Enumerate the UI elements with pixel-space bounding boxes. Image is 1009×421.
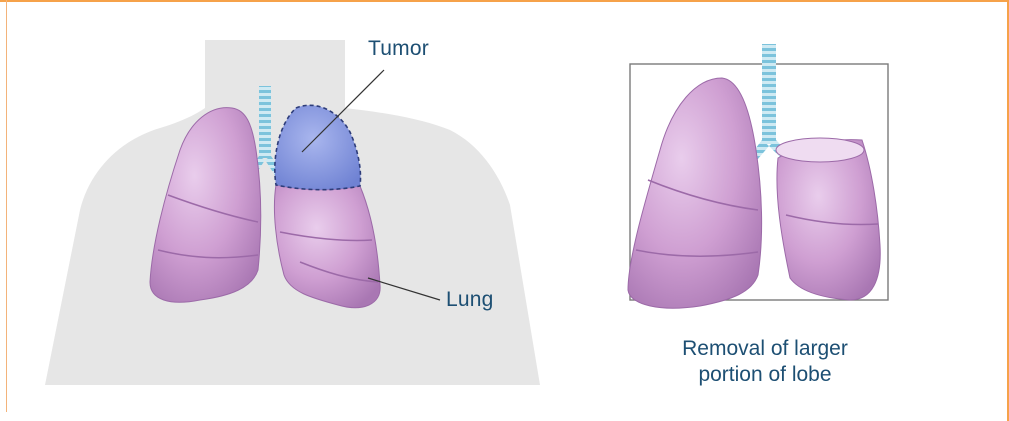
- caption-line-1: Removal of larger: [620, 336, 910, 362]
- lung-label: Lung: [446, 288, 494, 312]
- lung-full-right-panel: [628, 78, 762, 308]
- tumor-label: Tumor: [368, 37, 429, 61]
- caption-line-2: portion of lobe: [620, 362, 910, 388]
- procedure-caption: Removal of larger portion of lobe: [620, 336, 910, 388]
- lung-resected-right-panel: [776, 138, 880, 300]
